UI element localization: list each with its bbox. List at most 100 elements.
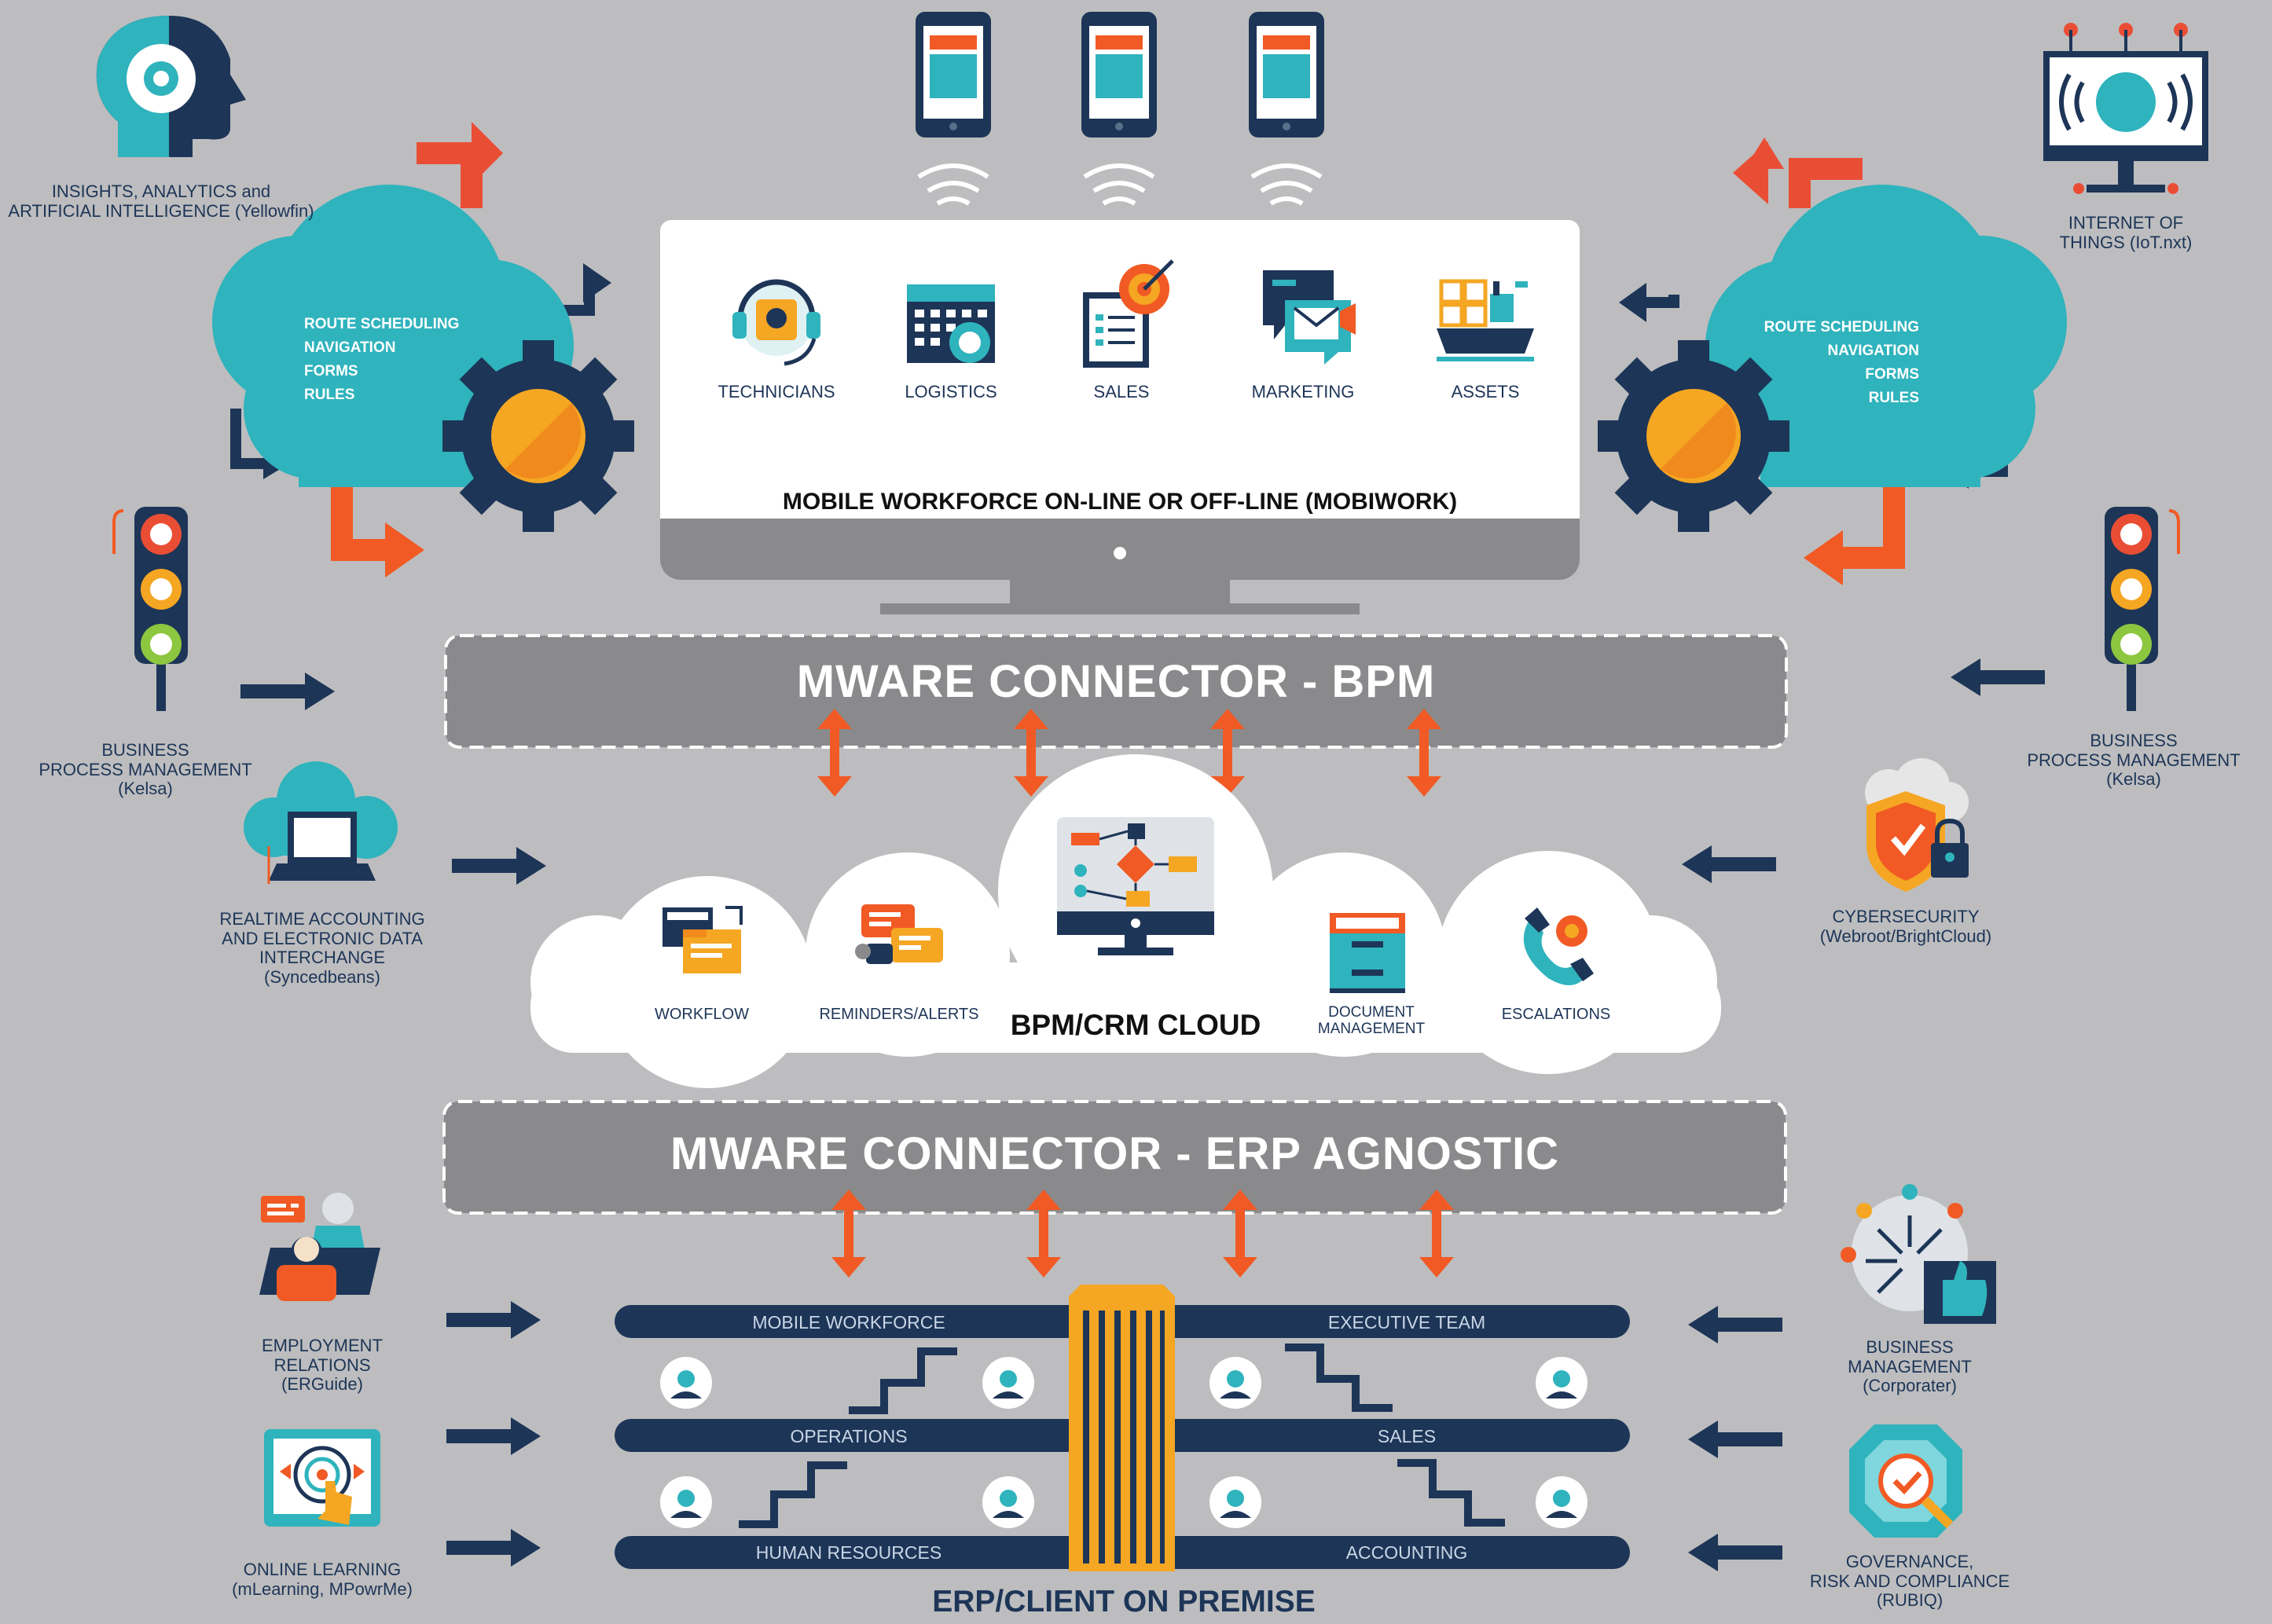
iot-label: INTERNET OF THINGS (IoT.nxt) [2008, 213, 2244, 252]
employee-avatar-icon [982, 1476, 1034, 1528]
cloud-line: RULES [1868, 390, 1919, 406]
connector-bpm-bar [444, 634, 1788, 749]
employee-avatar-icon [1209, 1476, 1261, 1528]
employee-avatar-icon [660, 1476, 712, 1528]
diamond-check-icon [1849, 1424, 1962, 1538]
label-line: RISK AND COMPLIANCE [1809, 1571, 2010, 1591]
left-bpm-label: BUSINESS PROCESS MANAGEMENT (Kelsa) [24, 740, 267, 799]
employment-meeting-icon [259, 1193, 380, 1301]
bpm-flowchart-monitor-icon [1057, 817, 1214, 955]
rail-mobile-workforce-label: MOBILE WORKFORCE [752, 1312, 945, 1333]
mobile-phone-icon [1249, 12, 1324, 137]
thumbs-up-icon [1841, 1184, 1996, 1324]
label-line: (Kelsa) [2106, 769, 2161, 790]
label-line: INTERNET OF [2068, 213, 2184, 233]
arrow-left-icon [1682, 845, 1776, 883]
label-line: GOVERNANCE, [1845, 1552, 1974, 1571]
left-cloud-text: ROUTE SCHEDULING NAVIGATION FORMS RULES [304, 313, 459, 407]
employee-avatar-icon [1209, 1357, 1261, 1409]
cloud-line: ROUTE SCHEDULING [1764, 319, 1919, 335]
employee-avatar-icon [1536, 1476, 1587, 1528]
rail-sales-label: SALES [1377, 1426, 1437, 1446]
escalations-label: ESCALATIONS [1501, 1006, 1611, 1023]
tile-marketing-label: MARKETING [1251, 382, 1355, 401]
office-building-icon [1069, 1285, 1175, 1571]
label-line: BUSINESS [2090, 731, 2178, 750]
erp-stairs [739, 1344, 1505, 1528]
tile-logistics-label: LOGISTICS [905, 382, 997, 401]
traffic-light-icon [2105, 507, 2180, 711]
mobile-phone-icon [1081, 12, 1157, 137]
traffic-light-icon [112, 507, 188, 711]
rail-operations-label: OPERATIONS [790, 1426, 908, 1446]
iot-monitor-icon [2043, 23, 2208, 194]
label-line: REALTIME ACCOUNTING [219, 909, 425, 929]
employee-avatar-icon [660, 1357, 712, 1409]
connector-erp-title: MWARE CONNECTOR - ERP AGNOSTIC [670, 1128, 1559, 1179]
label-line: ARTIFICIAL INTELLIGENCE (Yellowfin) [8, 200, 314, 221]
governance-risk-label: GOVERNANCE, RISK AND COMPLIANCE (RUBIQ) [1784, 1552, 2035, 1611]
label-line: (Kelsa) [118, 779, 173, 799]
workflow-folder-icon [663, 906, 743, 973]
erp-title: ERP/CLIENT ON PREMISE [932, 1585, 1316, 1619]
label-line: (mLearning, MPowrMe) [232, 1578, 413, 1599]
cloud-line: ROUTE SCHEDULING [304, 316, 460, 332]
online-learning-tablet-icon [264, 1429, 380, 1527]
employment-relations-label: EMPLOYMENT RELATIONS (ERGuide) [204, 1336, 440, 1395]
employee-avatar-icon [982, 1357, 1034, 1409]
employee-avatar-icon [1536, 1357, 1587, 1409]
arrow-left-icon [1951, 658, 2045, 696]
logistics-calendar-icon [907, 284, 995, 363]
label-line: (Webroot/BrightCloud) [1819, 926, 1992, 946]
wifi-signal-icon [919, 166, 988, 203]
alerts-chat-icon [855, 904, 943, 964]
label-line: INSIGHTS, ANALYTICS and [51, 181, 271, 201]
tile-assets-label: ASSETS [1451, 382, 1520, 401]
insights-analytics-label: INSIGHTS, ANALYTICS and ARTIFICIAL INTEL… [0, 181, 322, 221]
label-line: ONLINE LEARNING [243, 1560, 402, 1579]
arrow-right-icon [240, 673, 335, 710]
label-line: AND ELECTRONIC DATA [222, 928, 423, 948]
tile-technicians-label: TECHNICIANS [718, 382, 835, 401]
cloud-laptop-icon [244, 761, 398, 884]
monitor-frame [660, 220, 1580, 614]
bpm-cloud-title: BPM/CRM CLOUD [1010, 1009, 1261, 1041]
label-line: (RUBIQ) [1876, 1590, 1943, 1611]
right-cloud-text: ROUTE SCHEDULING NAVIGATION FORMS RULES [1729, 316, 1919, 410]
label-line: INTERCHANGE [259, 948, 386, 968]
right-bpm-label: BUSINESS PROCESS MANAGEMENT (Kelsa) [2012, 731, 2255, 790]
label-line: BUSINESS [101, 740, 189, 760]
label-line: (Syncedbeans) [264, 966, 380, 987]
wifi-signal-icon [1085, 166, 1154, 203]
tile-sales-label: SALES [1093, 382, 1150, 401]
monitor-title: MOBILE WORKFORCE ON-LINE OR OFF-LINE (MO… [782, 489, 1458, 515]
assets-ship-icon [1437, 279, 1534, 361]
left-process-cloud [212, 122, 611, 577]
document-drawer-icon [1330, 913, 1405, 993]
cloud-line: FORMS [1865, 366, 1919, 383]
business-management-label: BUSINESS MANAGEMENT (Corporater) [1792, 1337, 2028, 1396]
workflow-label: WORKFLOW [655, 1006, 749, 1023]
arrow-left-icon [1688, 1306, 1782, 1344]
arrow-right-icon [452, 847, 546, 885]
arrow-left-icon [1688, 1534, 1782, 1571]
marketing-chat-icon [1263, 270, 1356, 365]
arrow-right-icon [446, 1417, 541, 1455]
label-line: BUSINESS [1866, 1337, 1954, 1357]
label-line: MANAGEMENT [1848, 1356, 1972, 1377]
arrow-right-icon [446, 1529, 541, 1567]
arrow-right-icon [446, 1301, 541, 1339]
sales-target-icon [1083, 259, 1174, 368]
label-line: (ERGuide) [281, 1374, 363, 1395]
cloud-line: NAVIGATION [1827, 343, 1919, 359]
label-line: THINGS (IoT.nxt) [2059, 232, 2193, 252]
connector-erp-bar [442, 1100, 1787, 1215]
label-line: PROCESS MANAGEMENT [2027, 750, 2241, 770]
rail-executive-team-label: EXECUTIVE TEAM [1327, 1312, 1486, 1333]
label-line: EMPLOYMENT [261, 1336, 384, 1355]
right-process-cloud [1619, 137, 2067, 585]
label-line: DOCUMENT [1328, 1004, 1415, 1021]
online-learning-label: ONLINE LEARNING (mLearning, MPowrMe) [196, 1560, 448, 1599]
realtime-accounting-label: REALTIME ACCOUNTING AND ELECTRONIC DATA … [196, 909, 448, 988]
label-line: PROCESS MANAGEMENT [39, 759, 252, 779]
